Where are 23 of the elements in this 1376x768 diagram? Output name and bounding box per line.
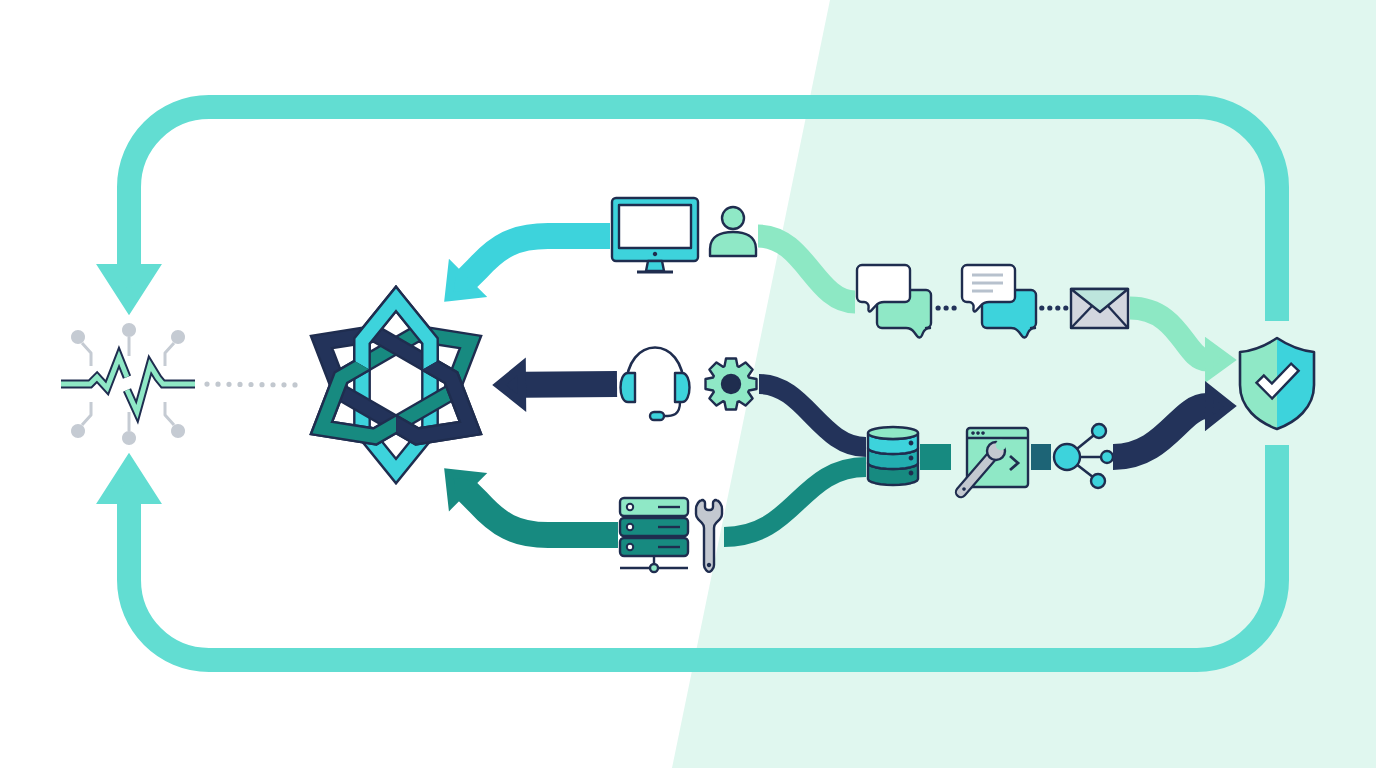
wrench-icon xyxy=(694,498,724,573)
person-icon xyxy=(708,205,758,258)
dotted-line xyxy=(204,381,299,388)
headset-icon xyxy=(619,346,691,422)
flow-arrow xyxy=(444,468,618,548)
waveform-icon xyxy=(61,323,195,445)
flow-band xyxy=(920,444,951,470)
flow-band xyxy=(1031,444,1051,470)
flow-arrow xyxy=(444,223,610,302)
server-icon xyxy=(618,496,690,574)
monitor-icon xyxy=(610,196,700,274)
flow-arrow xyxy=(96,445,1289,672)
envelope-icon xyxy=(1069,287,1130,330)
chat-icon xyxy=(855,263,933,339)
flow-band xyxy=(757,374,868,457)
database-icon xyxy=(866,425,920,487)
network-icon xyxy=(1052,422,1115,490)
chat-icon xyxy=(960,263,1038,339)
dotted-line xyxy=(935,305,958,311)
shield-check-icon xyxy=(1238,336,1316,431)
code-window-icon xyxy=(954,426,1030,499)
dotted-line xyxy=(1039,305,1069,311)
gear-icon xyxy=(704,357,758,411)
